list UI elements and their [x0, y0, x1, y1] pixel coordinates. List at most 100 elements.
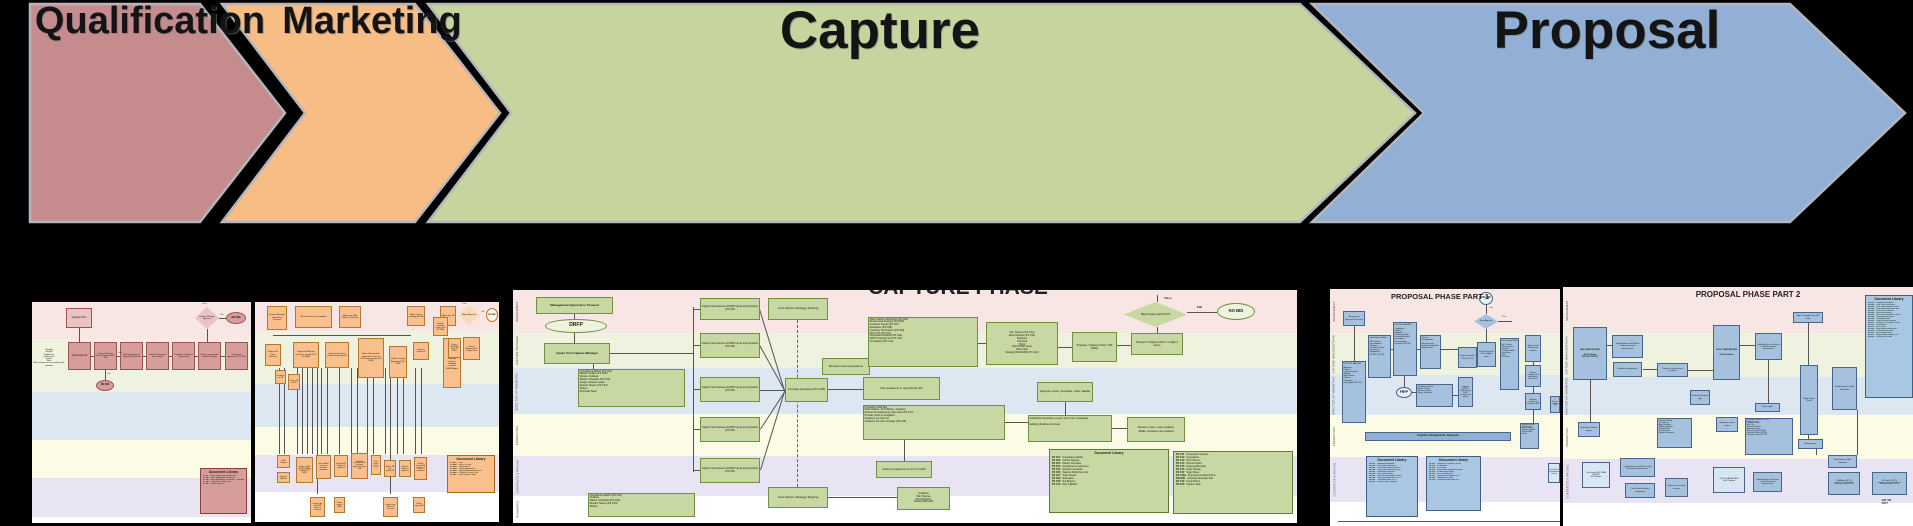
flow-box: Review by Proposal Mgt: [1690, 390, 1710, 405]
flow-box: FRFP: [1396, 387, 1412, 398]
flow-box: Cost Volume Strategy Meeting: [768, 487, 828, 508]
flow-box: Production checklist (P4 P05) Produce co…: [1745, 418, 1793, 455]
flow-box: Retain copy of NDA: [334, 497, 345, 513]
flow-box: Management Approval to Proceed: [536, 297, 613, 314]
connector-line: [421, 368, 422, 454]
connector-line: [1065, 402, 1066, 415]
connector-line: [1187, 312, 1217, 313]
flow-box: Disconnect opportunity (P1 D09): [225, 342, 248, 370]
flow-box: Compliance Matrix (P3 C01) Outlines Mast…: [588, 493, 695, 517]
flow-box: DCAA letter (P4 P12) proposal CD, delive…: [1828, 472, 1860, 495]
flow-box: Strategic Plan: [66, 308, 92, 328]
flow-box: Volume Development Volume Leads develop …: [1420, 335, 1441, 369]
connector-line: [978, 343, 986, 344]
doc-library-title: Document Library: [456, 457, 486, 461]
connector-line: [1391, 349, 1393, 350]
thumbnail-title: PROPOSAL PHASE PART 1: [1390, 292, 1490, 301]
flow-box: Compliance Matrix Master Outline Volume …: [1416, 384, 1453, 407]
connector-line: [904, 440, 905, 461]
connector-line: [1354, 326, 1355, 361]
flow-box: Division Manager Approval: [195, 307, 219, 329]
flow-box: Technical Writing One Voicing Apply Temp…: [1657, 418, 1692, 448]
flow-box: Volume Leads review revisions: [1665, 478, 1688, 497]
doc-library-title: Document Library: [1874, 297, 1904, 301]
chevron-label-qualification: Qualification: [34, 0, 266, 42]
connector-line: [693, 345, 700, 346]
flow-box: Submit Questions to CO cc DoM: [876, 461, 932, 478]
flow-box: Approve cover, template, color palette: [1037, 382, 1093, 402]
flow-box: Send to Mgmt for signature: [399, 460, 411, 477]
flow-box: GOLD TEAM REVIEW 100% Solution: [1713, 325, 1740, 380]
swimlane-label: PRODUCTION: [1566, 427, 1569, 447]
connector-line: [195, 356, 198, 357]
connector-line: [357, 368, 358, 454]
flow-box: File status Server CO: [371, 455, 381, 475]
swimlane-label: CONTRACTS & PRICING: [1566, 464, 1570, 498]
flow-box: Volume Leads review revisions: [1657, 363, 1688, 377]
flow-box: Issue NDA to contacts at possible teamma…: [316, 455, 331, 479]
flow-box: Solutions Win Themes Discriminators Feat…: [897, 487, 950, 510]
flow-label: Fail: [481, 311, 485, 313]
connector-line: [1112, 428, 1127, 429]
connector-line: [1857, 410, 1858, 455]
flow-box: NO BID: [96, 380, 114, 391]
connector-line: [169, 356, 172, 357]
swimlane: [1563, 415, 1913, 459]
flow-box: Box proposal: [1798, 439, 1823, 449]
connector-line: [693, 429, 700, 430]
doc-library-title: Document Library: [1094, 451, 1124, 455]
flow-box: Review Proposal Mgt: [1550, 396, 1560, 413]
connector-line: [574, 333, 575, 343]
flow-box: Cost Volume Strategy Meeting: [768, 298, 828, 320]
flow-box: Prepare Proposal Plan (P4 P17): [1458, 347, 1477, 368]
flow-box: Review and sign NDA return to Contracts: [310, 497, 325, 517]
flow-box: Review scoring with Division Manager: [198, 342, 221, 370]
connector-line: [273, 335, 411, 336]
connector-line: [1338, 521, 1560, 522]
swimlane: [32, 302, 251, 339]
flow-box: Mgmt Approval: [1474, 314, 1498, 329]
connector-line: [207, 329, 208, 342]
flow-box: Compile questions (P3 C05): [785, 378, 828, 402]
chevron-label-capture: Capture: [779, 1, 981, 60]
connector-line: [1005, 422, 1028, 423]
connector-line: [1808, 323, 1809, 365]
flow-box: Hand Deliver or Mail Proposals: [1832, 367, 1857, 410]
flow-box: File questions in opportunity file: [863, 377, 940, 400]
flow-box: Debrief Authors and Volume Leads recomme…: [1612, 335, 1643, 358]
flow-box: Team Capture Workshop (P3 C06) Review Ga…: [868, 317, 978, 367]
